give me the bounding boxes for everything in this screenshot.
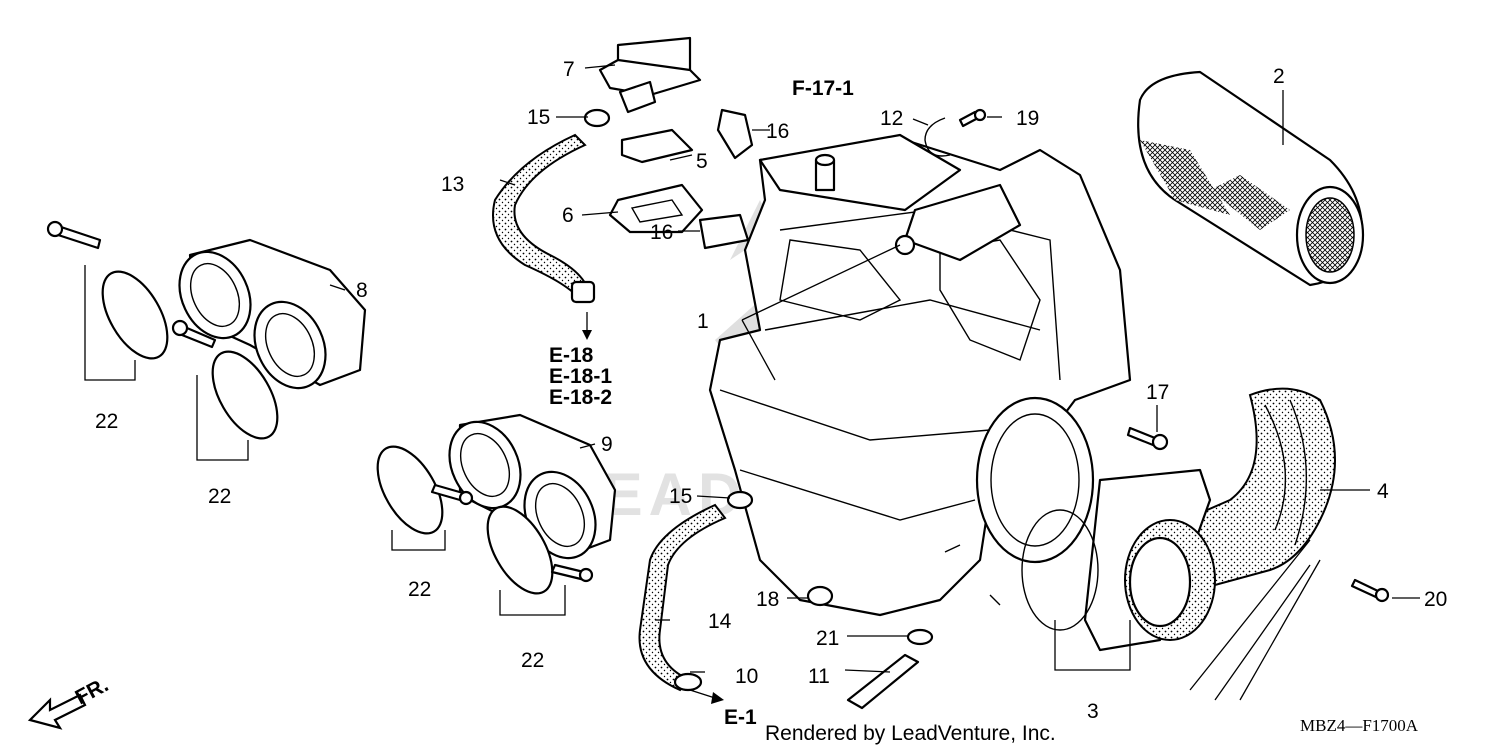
ref-e18: E-18 (549, 344, 594, 367)
callout-22b: 22 (208, 485, 231, 508)
render-credit: Rendered by LeadVenture, Inc. (765, 722, 1056, 745)
callout-6: 6 (562, 204, 574, 227)
breather-holder-detail (630, 199, 684, 223)
drain-plug-11 (846, 653, 920, 710)
chamber-cap (598, 36, 702, 114)
breather-filter (620, 128, 694, 164)
callout-8: 8 (356, 279, 368, 302)
clip-21 (906, 628, 934, 646)
drain-tube (638, 503, 727, 692)
front-arrow-icon: FR. (27, 673, 112, 730)
callout-numbers: 1 2 3 4 5 6 7 8 9 10 11 12 13 14 15 15 1… (95, 58, 1447, 723)
sponge-seal-upper (716, 108, 754, 160)
callout-15a: 15 (527, 106, 550, 129)
callout-15b: 15 (669, 485, 692, 508)
callout-22a: 22 (95, 410, 118, 433)
callout-21: 21 (816, 627, 839, 650)
leader-lines (84, 64, 1420, 704)
callout-19: 19 (1016, 107, 1039, 130)
connecting-tube-left (178, 238, 367, 390)
reference-labels: F-17-1 E-18 E-18-1 E-18-2 E-1 (549, 77, 854, 729)
diagram-code: MBZ4—F1700A (1300, 716, 1419, 735)
ref-e1: E-1 (724, 706, 757, 729)
callout-9: 9 (601, 433, 613, 456)
callout-22d: 22 (521, 649, 544, 672)
clip-10 (673, 672, 703, 692)
callout-5: 5 (696, 150, 708, 173)
breather-tube (492, 133, 592, 301)
callout-11: 11 (808, 665, 830, 688)
callout-1: 1 (697, 310, 709, 333)
ref-f17-1: F-17-1 (792, 77, 854, 100)
clamp-bolts (46, 220, 594, 583)
callout-2: 2 (1273, 65, 1285, 88)
callout-17: 17 (1146, 381, 1169, 404)
clip-15-upper (583, 108, 611, 128)
sponge-seal-lower (698, 213, 750, 250)
clip-15-lower (726, 490, 754, 510)
air-filter-element (1137, 70, 1365, 287)
connecting-tube-right (448, 413, 617, 560)
wire-clip (924, 117, 951, 157)
duct-seal-and-frame (1021, 468, 1216, 652)
cap-18 (806, 585, 834, 607)
callout-18: 18 (756, 588, 779, 611)
callout-4: 4 (1377, 480, 1389, 503)
callout-16b: 16 (650, 221, 673, 244)
air-cleaner-case (708, 133, 1132, 617)
callout-12: 12 (880, 107, 903, 130)
breather-holder (608, 183, 704, 234)
callout-13: 13 (441, 173, 464, 196)
ref-e18-2: E-18-2 (549, 386, 612, 409)
band-clamps (101, 270, 554, 595)
callout-16a: 16 (766, 120, 789, 143)
callout-22c: 22 (408, 578, 431, 601)
callout-7: 7 (563, 58, 575, 81)
callout-20: 20 (1424, 588, 1447, 611)
callout-14: 14 (708, 610, 732, 633)
breather-tube-end (570, 280, 596, 304)
callout-3: 3 (1087, 700, 1099, 723)
ref-e18-1: E-18-1 (549, 365, 612, 388)
callout-10: 10 (735, 665, 758, 688)
